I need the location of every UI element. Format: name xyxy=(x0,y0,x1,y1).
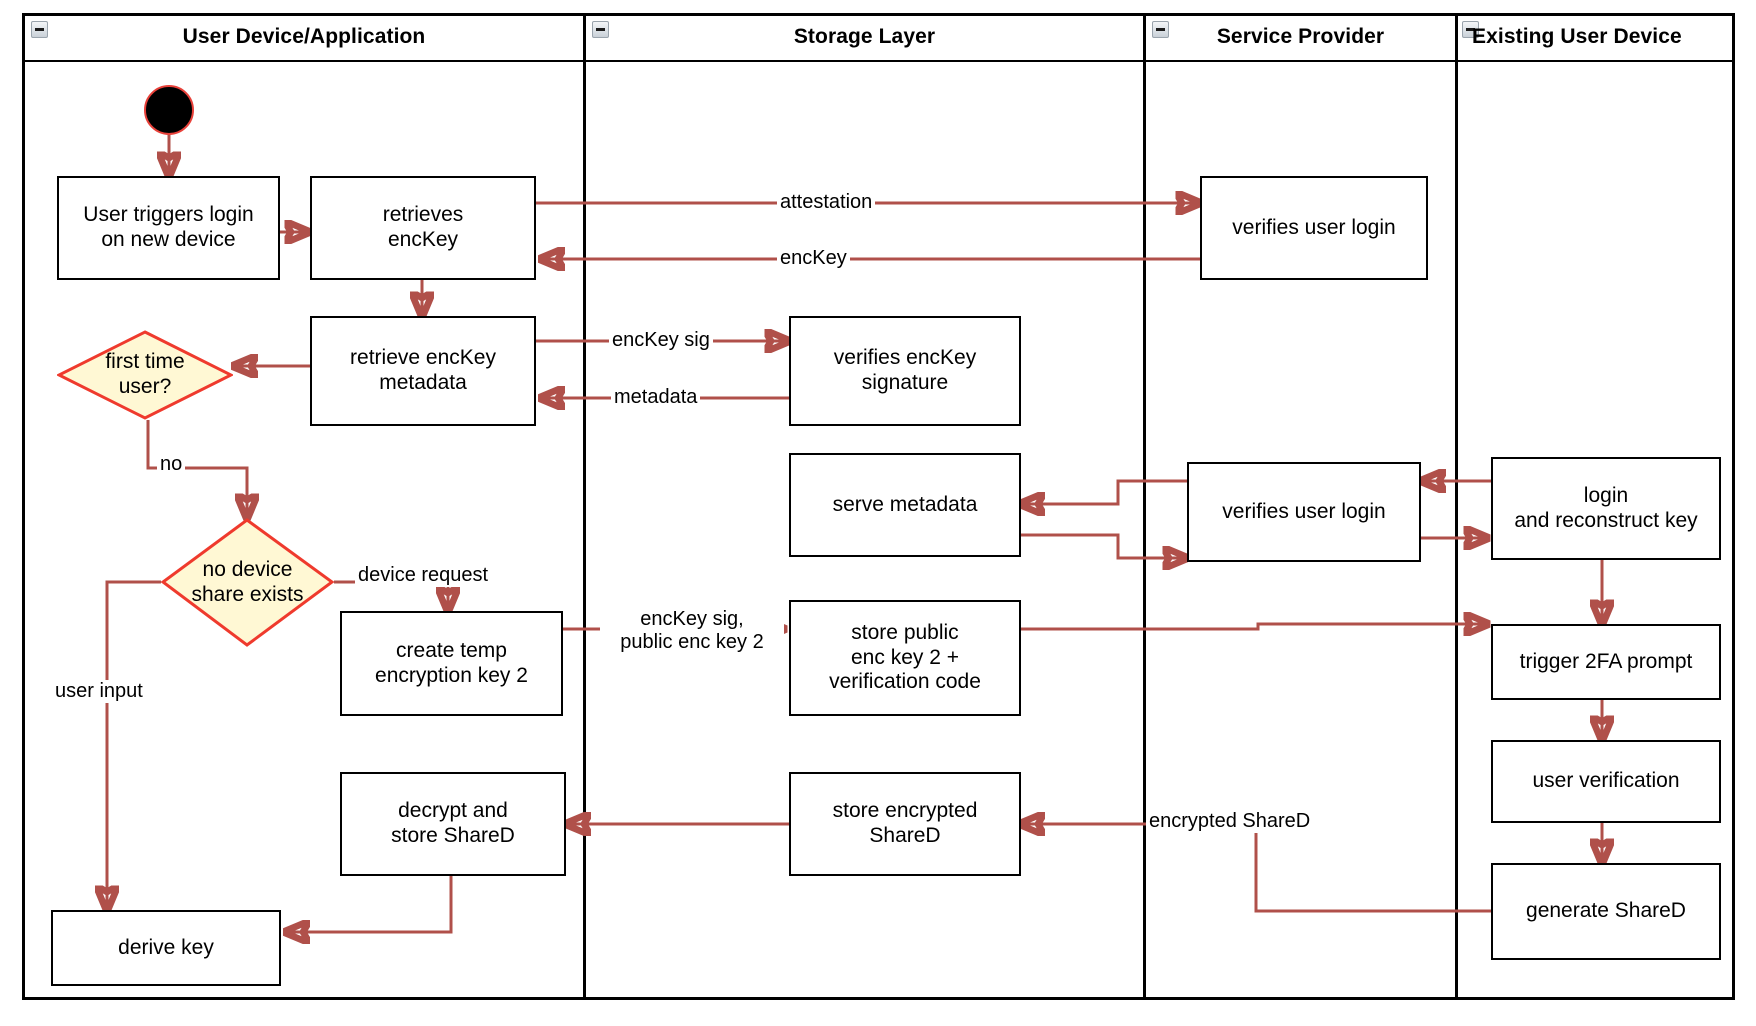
node-trigger-2fa-prompt[interactable]: trigger 2FA prompt xyxy=(1491,624,1721,700)
node-generate-shared[interactable]: generate ShareD xyxy=(1491,863,1721,960)
initial-node xyxy=(144,85,194,135)
lane-divider-1 xyxy=(583,13,586,1000)
edge-label-enckey-sig: encKey sig xyxy=(609,329,713,352)
decision-first-time-user-label: first time user? xyxy=(105,350,185,398)
edge-label-encrypted-shared: encrypted ShareD xyxy=(1146,810,1314,833)
edge-label-enckey: encKey xyxy=(777,247,850,270)
node-verifies-enckey-signature[interactable]: verifies encKey signature xyxy=(789,316,1021,426)
collapse-minus-icon-user-device[interactable] xyxy=(31,21,48,38)
node-verifies-user-login-mid[interactable]: verifies user login xyxy=(1187,462,1421,562)
node-derive-key[interactable]: derive key xyxy=(51,910,281,986)
lane-header-storage-layer: Storage Layer xyxy=(793,24,936,48)
lane-header-existing-user-device: Existing User Device xyxy=(1472,24,1682,48)
collapse-minus-icon-existing-user-device[interactable] xyxy=(1462,21,1479,38)
node-store-encrypted-shared[interactable]: store encrypted ShareD xyxy=(789,772,1021,876)
decision-no-device-share-exists[interactable]: no device share exists xyxy=(161,518,334,648)
lane-divider-3 xyxy=(1455,13,1458,1000)
node-user-triggers-login[interactable]: User triggers login on new device xyxy=(57,176,280,280)
node-login-and-reconstruct-key[interactable]: login and reconstruct key xyxy=(1491,457,1721,560)
collapse-minus-icon-storage-layer[interactable] xyxy=(592,21,609,38)
lane-header-service-provider: Service Provider xyxy=(1216,24,1385,48)
edge-label-metadata: metadata xyxy=(611,386,701,409)
node-retrieves-enckey[interactable]: retrieves encKey xyxy=(310,176,536,280)
node-store-public-enc-key-2[interactable]: store public enc key 2 + verification co… xyxy=(789,600,1021,716)
edge-label-device-request: device request xyxy=(355,564,492,587)
edge-label-attestation: attestation xyxy=(777,191,876,214)
lane-header-rule xyxy=(22,60,1735,62)
node-verifies-user-login-top[interactable]: verifies user login xyxy=(1200,176,1428,280)
edge-label-no: no xyxy=(157,453,186,476)
edge-label-user-input: user input xyxy=(52,680,146,703)
lane-divider-2 xyxy=(1143,13,1146,1000)
edge-label-enckey-sig-public-enc-key-2: encKey sig, public enc key 2 xyxy=(600,608,784,654)
node-decrypt-and-store-shared[interactable]: decrypt and store ShareD xyxy=(340,772,566,876)
swimlane-frame xyxy=(22,13,1735,1000)
node-create-temp-encryption-key-2[interactable]: create temp encryption key 2 xyxy=(340,611,563,716)
node-user-verification[interactable]: user verification xyxy=(1491,740,1721,823)
decision-first-time-user[interactable]: first time user? xyxy=(57,330,233,420)
decision-no-device-share-exists-label: no device share exists xyxy=(191,558,304,606)
lane-header-user-device: User Device/Application xyxy=(182,24,426,48)
node-serve-metadata[interactable]: serve metadata xyxy=(789,453,1021,557)
collapse-minus-icon-service-provider[interactable] xyxy=(1152,21,1169,38)
node-retrieve-enckey-metadata[interactable]: retrieve encKey metadata xyxy=(310,316,536,426)
